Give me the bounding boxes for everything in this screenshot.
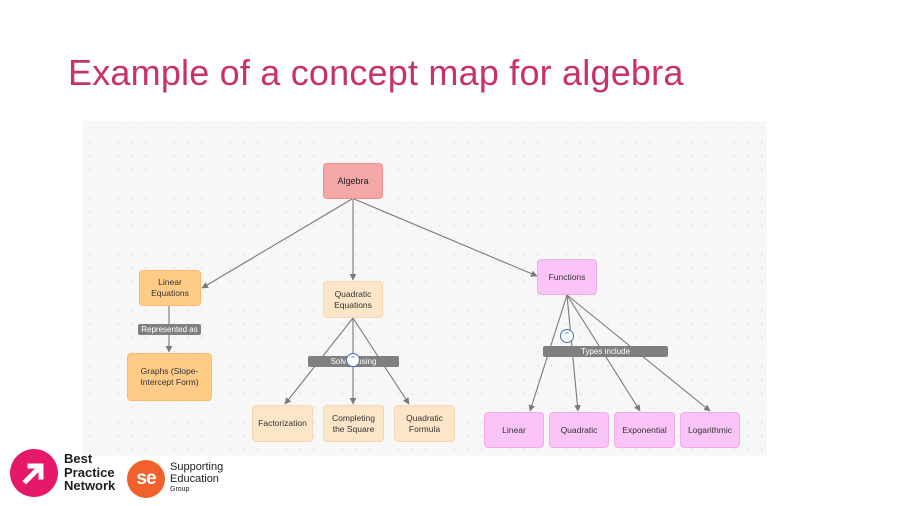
node-graphs[interactable]: Graphs (Slope-Intercept Form) [127,353,212,401]
node-functions[interactable]: Functions [537,259,597,295]
node-quadratic-formula[interactable]: Quadratic Formula [394,405,455,442]
node-quadratic-equations[interactable]: Quadratic Equations [323,281,383,318]
edge-label-represented-as: Represented as [138,324,201,335]
slide-title: Example of a concept map for algebra [68,52,684,93]
node-linear-equations[interactable]: Linear Equations [139,270,201,306]
node-factorization[interactable]: Factorization [252,405,313,442]
node-algebra[interactable]: Algebra [323,163,383,199]
bpn-logo-mark [10,449,58,497]
chevrons-up-icon[interactable]: ⌃ [346,353,360,367]
bpn-line3: Network [64,478,116,493]
bpn-line2: Practice [64,464,115,480]
bpn-line1: Best [64,451,93,466]
seg-logo: se [127,460,165,498]
seg-logo-mark: se [136,468,156,489]
node-exponential[interactable]: Exponential [614,412,675,448]
edge-label-types-include: Types include [543,346,668,357]
edge-algebra-functions [353,198,538,277]
seg-logo-text: Supporting Education Group [170,461,224,494]
bpn-logo-text: Best Practice Network [64,452,115,493]
node-quadratic[interactable]: Quadratic [549,412,609,448]
node-linear[interactable]: Linear [484,412,544,448]
edge-algebra-linear [201,198,353,289]
chevrons-up-icon[interactable]: ⌃ [560,329,574,343]
seg-line3: Group [170,486,190,493]
seg-line1: Supporting [170,461,224,473]
node-completing-the-square[interactable]: Completing the Square [323,405,384,442]
bpn-logo [10,449,58,497]
node-logarithmic[interactable]: Logarithmic [680,412,740,448]
seg-line2: Education [170,472,219,485]
